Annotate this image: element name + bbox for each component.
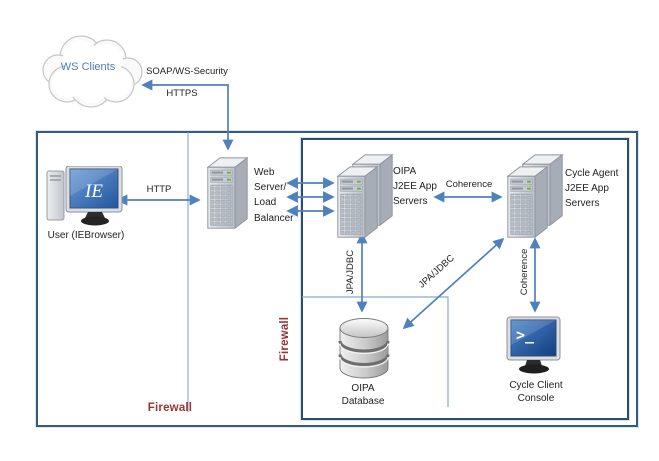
cycle-client-console-icon: >_	[506, 316, 561, 374]
outer-firewall-box	[36, 131, 638, 427]
oipa-database-label: OIPA Database	[341, 383, 385, 407]
cycle-client-console-label: Cycle Client Console	[509, 380, 563, 404]
web-server-icon	[204, 156, 251, 231]
soap-ws-security-label: SOAP/WS-Security	[146, 66, 228, 77]
console-screen-text: >_	[516, 326, 535, 344]
http-label: HTTP	[146, 184, 172, 195]
ws-clients-label: WS Clients	[60, 61, 116, 73]
oipa-app-servers-icon	[337, 154, 393, 238]
jpa-jdbc-vertical-label: JPA/JDBC	[345, 249, 356, 295]
cycle-agent-servers-icon	[507, 154, 563, 238]
user-ie-computer-icon: IE	[46, 166, 123, 226]
inner-firewall-label: Firewall	[279, 316, 291, 362]
https-label: HTTPS	[166, 88, 198, 99]
ws-clients-cloud-icon	[42, 35, 143, 108]
user-label: User (IEBrowser)	[47, 230, 125, 241]
oipa-app-servers-label: OIPA J2EE App Servers	[393, 166, 437, 208]
oipa-database-icon	[338, 318, 390, 379]
cycle-agent-servers-label: Cycle Agent J2EE App Servers	[565, 168, 619, 210]
coherence-horizontal-label: Coherence	[445, 179, 493, 190]
coherence-vertical-label: Coherence	[519, 248, 530, 296]
web-server-label: Web Server/ Load Balancer	[254, 167, 294, 224]
outer-firewall-label: Firewall	[147, 402, 193, 414]
inner-firewall-box	[301, 138, 629, 420]
ie-screen-text: IE	[84, 181, 103, 202]
